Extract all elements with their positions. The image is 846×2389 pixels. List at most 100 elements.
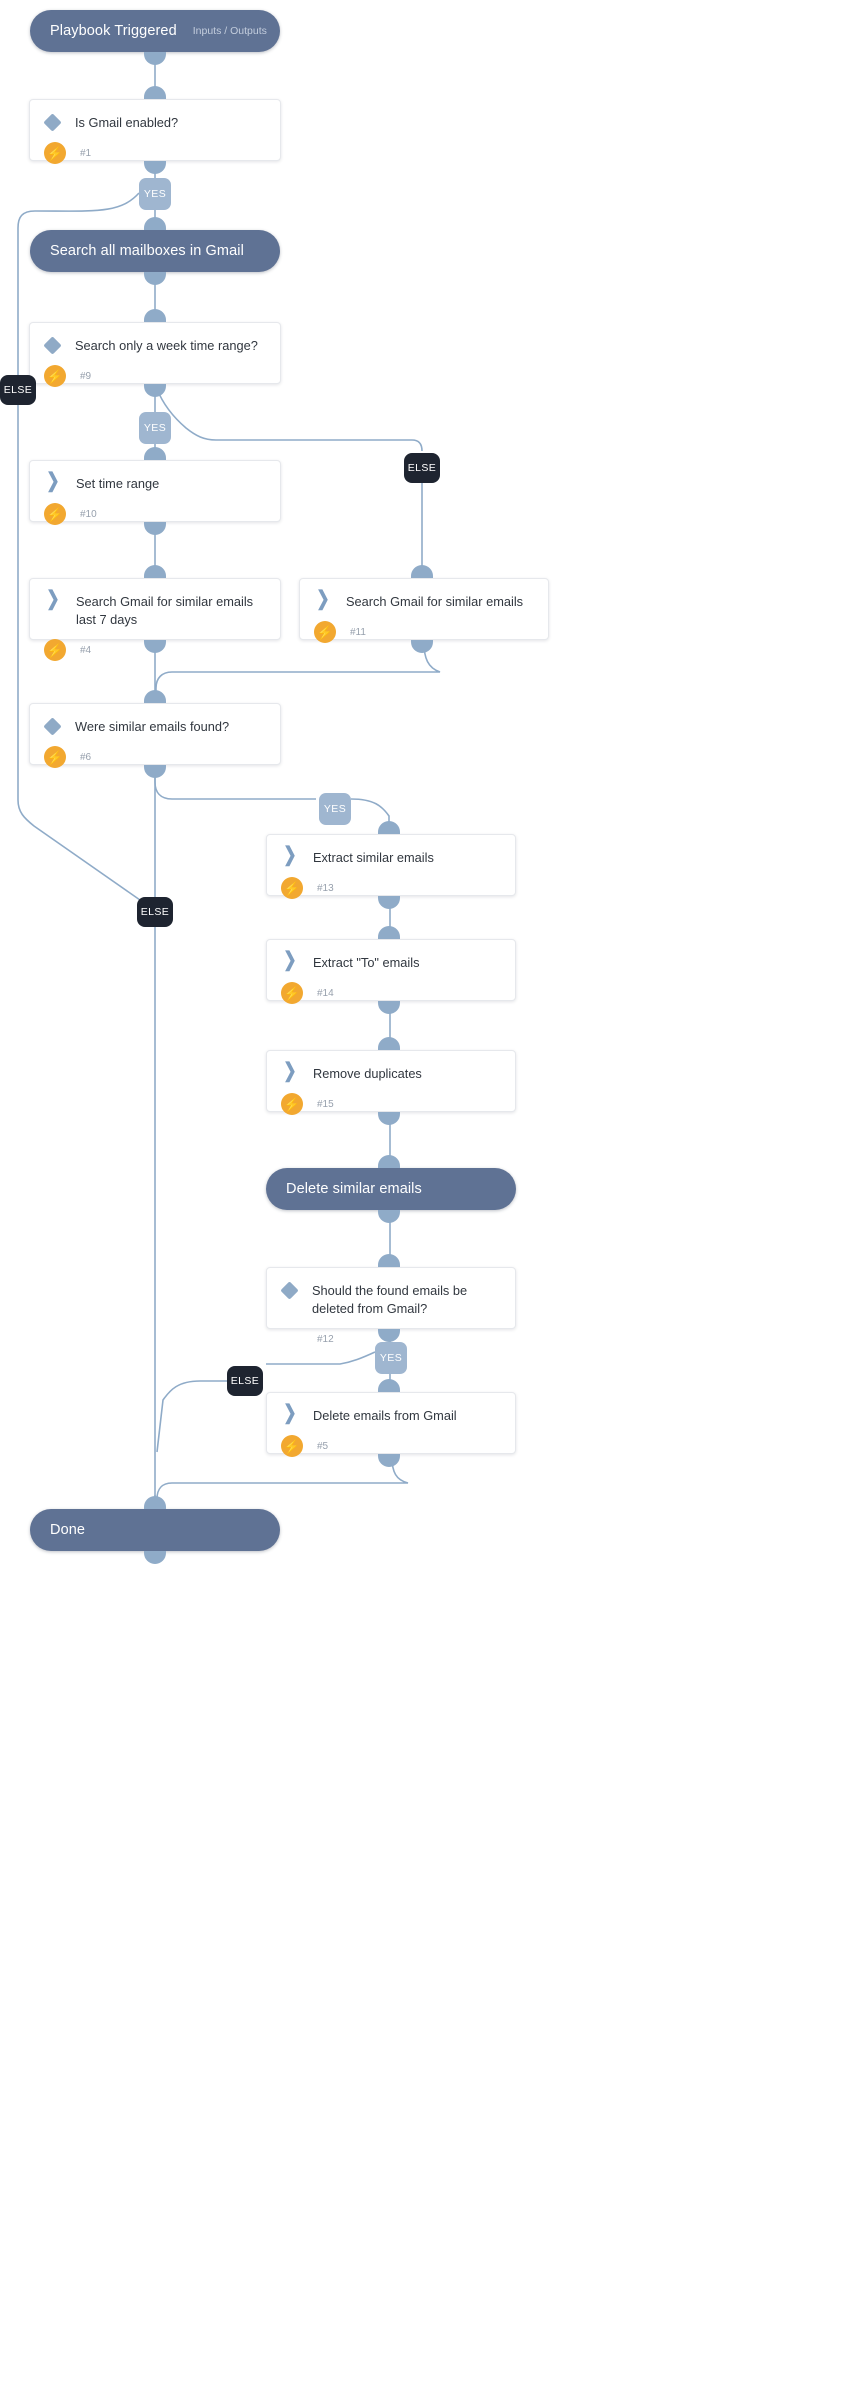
input-port	[144, 690, 166, 703]
node-id: #6	[80, 751, 92, 763]
branch-badge-else-6[interactable]: ELSE	[137, 897, 173, 927]
node-is-gmail-enabled[interactable]: Is Gmail enabled? ⚡ #1	[29, 86, 281, 174]
node-title: Delete emails from Gmail	[313, 1408, 457, 1423]
output-port	[378, 1329, 400, 1342]
branch-badge-yes-12[interactable]: YES	[375, 1342, 407, 1374]
node-id: #9	[80, 370, 92, 382]
output-port	[378, 1210, 400, 1223]
input-port	[144, 86, 166, 99]
inputs-outputs-label[interactable]: Inputs / Outputs	[192, 25, 267, 37]
node-id: #13	[317, 882, 334, 894]
node-search-gmail-last-7-days[interactable]: ❯ Search Gmail for similar emails last 7…	[29, 565, 281, 662]
node-playbook-triggered[interactable]: Playbook Triggered Inputs / Outputs	[30, 10, 280, 65]
node-id: #1	[80, 147, 92, 159]
node-set-time-range[interactable]: ❯ Set time range ⚡ #10	[29, 447, 281, 535]
bolt-icon: ⚡	[281, 1093, 303, 1116]
node-id: #5	[317, 1440, 329, 1452]
output-port	[144, 765, 166, 778]
node-id: #14	[317, 987, 334, 999]
input-port	[411, 565, 433, 578]
diamond-icon	[280, 1281, 299, 1300]
output-port	[144, 1551, 166, 1564]
output-port	[411, 640, 433, 653]
input-port	[144, 309, 166, 322]
output-port	[144, 384, 166, 397]
node-search-all-mailboxes[interactable]: Search all mailboxes in Gmail	[30, 217, 280, 285]
node-title: Should the found emails be deleted from …	[312, 1283, 468, 1317]
chevron-icon: ❯	[283, 1060, 297, 1082]
output-port	[378, 1001, 400, 1014]
node-extract-similar-emails[interactable]: ❯ Extract similar emails ⚡ #13	[266, 821, 516, 909]
node-were-similar-emails-found[interactable]: Were similar emails found? ⚡ #6	[29, 690, 281, 778]
input-port	[144, 217, 166, 230]
node-title: Remove duplicates	[313, 1066, 422, 1081]
output-port	[144, 522, 166, 535]
node-title: Set time range	[76, 476, 160, 491]
input-port	[144, 447, 166, 460]
node-id: #10	[80, 508, 97, 520]
input-port	[144, 565, 166, 578]
output-port	[378, 1454, 400, 1467]
node-remove-duplicates[interactable]: ❯ Remove duplicates ⚡ #15	[266, 1037, 516, 1125]
output-port	[144, 161, 166, 174]
input-port	[378, 1155, 400, 1168]
diamond-icon	[43, 336, 62, 355]
pill-title: Delete similar emails	[286, 1181, 422, 1197]
branch-badge-yes-6[interactable]: YES	[319, 793, 351, 825]
diamond-icon	[43, 113, 62, 132]
node-title: Extract similar emails	[313, 850, 434, 865]
input-port	[378, 1037, 400, 1050]
input-port	[144, 1496, 166, 1509]
icon-spacer	[281, 1328, 303, 1350]
node-delete-emails-from-gmail[interactable]: ❯ Delete emails from Gmail ⚡ #5	[266, 1379, 516, 1467]
bolt-icon: ⚡	[44, 142, 66, 165]
node-title: Extract "To" emails	[313, 955, 420, 970]
node-delete-similar-emails[interactable]: Delete similar emails	[266, 1155, 516, 1223]
input-port	[378, 821, 400, 834]
node-done[interactable]: Done	[30, 1496, 280, 1564]
node-search-only-week-range[interactable]: Search only a week time range? ⚡ #9	[29, 309, 281, 397]
output-port	[144, 52, 166, 65]
node-id: #15	[317, 1098, 334, 1110]
input-port	[378, 1254, 400, 1267]
node-id: #12	[317, 1333, 334, 1345]
output-port	[378, 1112, 400, 1125]
chevron-icon: ❯	[283, 844, 297, 866]
chevron-icon: ❯	[283, 949, 297, 971]
bolt-icon: ⚡	[44, 746, 66, 769]
node-extract-to-emails[interactable]: ❯ Extract "To" emails ⚡ #14	[266, 926, 516, 1014]
pill-title: Search all mailboxes in Gmail	[50, 243, 244, 259]
bolt-icon: ⚡	[281, 877, 303, 900]
branch-badge-else-9[interactable]: ELSE	[0, 375, 36, 405]
chevron-icon: ❯	[46, 470, 60, 492]
branch-badge-yes-1[interactable]: YES	[139, 178, 171, 210]
input-port	[378, 1379, 400, 1392]
bolt-icon: ⚡	[281, 982, 303, 1005]
node-id: #11	[350, 626, 366, 638]
pill-title: Done	[50, 1522, 86, 1538]
bolt-icon: ⚡	[44, 503, 66, 526]
bolt-icon: ⚡	[314, 621, 336, 644]
node-title: Search Gmail for similar emails last 7 d…	[76, 594, 254, 628]
branch-badge-else-9b[interactable]: ELSE	[404, 453, 440, 483]
diamond-icon	[43, 717, 62, 736]
branch-badge-else-12[interactable]: ELSE	[227, 1366, 263, 1396]
output-port	[144, 272, 166, 285]
branch-badge-yes-9[interactable]: YES	[139, 412, 171, 444]
node-title: Were similar emails found?	[75, 719, 230, 734]
chevron-icon: ❯	[283, 1402, 297, 1424]
bolt-icon: ⚡	[44, 639, 66, 662]
node-should-emails-be-deleted[interactable]: Should the found emails be deleted from …	[266, 1254, 516, 1345]
node-search-gmail-similar-emails[interactable]: ❯ Search Gmail for similar emails ⚡ #11	[299, 565, 549, 653]
node-id: #4	[80, 644, 92, 656]
chevron-icon: ❯	[316, 588, 330, 610]
bolt-icon: ⚡	[281, 1435, 303, 1458]
output-port	[378, 896, 400, 909]
pill-title: Playbook Triggered	[50, 23, 177, 39]
chevron-icon: ❯	[46, 588, 60, 610]
node-title: Search only a week time range?	[75, 338, 258, 353]
bolt-icon: ⚡	[44, 365, 66, 388]
input-port	[378, 926, 400, 939]
output-port	[144, 640, 166, 653]
